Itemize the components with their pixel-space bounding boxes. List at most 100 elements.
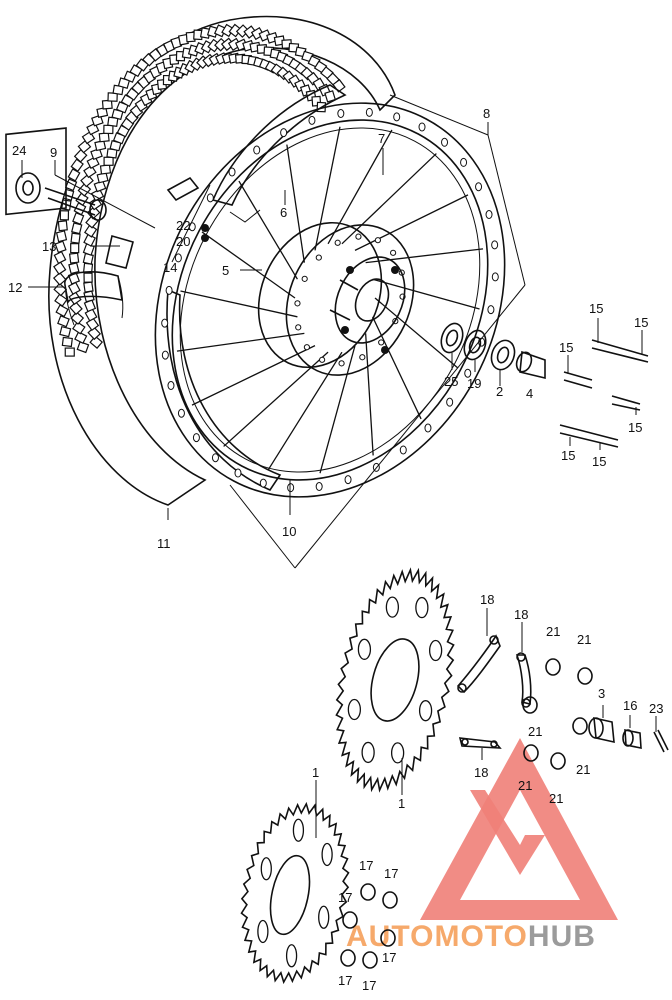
- callout-17-d: 17: [382, 950, 396, 965]
- sprocket-hole: [257, 919, 269, 944]
- rim-hole: [399, 445, 407, 455]
- callout-1-b: 1: [312, 765, 319, 780]
- tread-block: [59, 210, 70, 221]
- hub-hole: [334, 239, 341, 246]
- sprocket-hole: [318, 905, 330, 929]
- sprocket-small-holes: [257, 818, 333, 968]
- callout-15-e: 15: [561, 448, 575, 463]
- spoke: [365, 248, 484, 264]
- rim-strip: [166, 84, 347, 491]
- tread-block: [101, 99, 113, 110]
- spoke: [364, 333, 374, 456]
- callout-9: 9: [50, 145, 57, 160]
- leader-lines-bottom: [315, 608, 657, 838]
- rim-hole: [167, 380, 175, 390]
- callout-21-a: 21: [546, 624, 560, 639]
- callout-7: 7: [378, 131, 385, 146]
- tread-block: [68, 262, 80, 275]
- rim-hole: [206, 193, 214, 203]
- callout-12: 12: [8, 280, 22, 295]
- callout-15-c: 15: [559, 340, 573, 355]
- watermark-hub: HUB: [528, 920, 596, 953]
- callout-21-f: 21: [549, 791, 563, 806]
- hub-hole: [295, 324, 302, 331]
- rim-hole: [485, 210, 493, 220]
- tread-block: [80, 173, 94, 188]
- tread-block: [70, 232, 81, 244]
- bearings: [440, 322, 546, 380]
- sprocket-hole: [415, 596, 429, 619]
- callout-22: 22: [176, 218, 190, 233]
- callout-18-b: 18: [514, 607, 528, 622]
- callout-4: 4: [526, 386, 533, 401]
- callout-21-b: 21: [577, 632, 591, 647]
- tread-block: [71, 222, 83, 235]
- callout-8: 8: [483, 106, 490, 121]
- rim-hole: [161, 350, 169, 360]
- rim-hole: [446, 397, 454, 407]
- spokes: [176, 126, 484, 474]
- rim-hole: [344, 475, 352, 485]
- spoke: [191, 345, 316, 406]
- tread-block: [64, 347, 75, 357]
- tread-block: [57, 315, 70, 328]
- rim-hole: [308, 115, 316, 125]
- rim-hole: [424, 423, 432, 433]
- spoke: [319, 345, 356, 474]
- tread-block: [61, 336, 73, 348]
- hub-hole: [303, 344, 310, 351]
- sprocket-hole: [347, 698, 362, 721]
- rim-hole: [287, 483, 295, 493]
- tread-block: [89, 335, 104, 349]
- tread-block: [70, 243, 80, 254]
- leader-lines: [21, 94, 643, 569]
- tread-block: [70, 311, 85, 325]
- callout-17-b: 17: [384, 866, 398, 881]
- rim-hole: [365, 107, 373, 117]
- rim-hole: [259, 478, 267, 488]
- sprocket-hole: [357, 638, 372, 660]
- rim-hole: [161, 318, 169, 328]
- tread-block: [94, 139, 107, 152]
- small-sprocket: [240, 801, 350, 985]
- callout-11: 11: [157, 536, 171, 551]
- callout-23: 23: [649, 701, 663, 716]
- watermark-inner-mark: [470, 790, 545, 875]
- sprocket-hole: [418, 700, 433, 722]
- tread-block: [96, 106, 109, 118]
- tread-block: [55, 230, 68, 243]
- tread-block: [83, 164, 97, 179]
- callout-16: 16: [623, 698, 637, 713]
- callout-15-f: 15: [592, 454, 606, 469]
- tread-block: [53, 250, 67, 265]
- tread-block: [98, 132, 110, 143]
- rim-hole: [253, 145, 261, 155]
- tread-block: [52, 271, 67, 286]
- callout-15-a: 15: [589, 301, 603, 316]
- callout-19: 19: [467, 376, 481, 391]
- rim-hole: [177, 408, 185, 418]
- sprocket-hole: [361, 741, 375, 764]
- sprocket-hole: [385, 596, 400, 618]
- spoke: [286, 144, 306, 263]
- spoke: [354, 194, 469, 251]
- spoke: [372, 278, 480, 310]
- watermark-triangle: [420, 738, 618, 920]
- tire: [48, 15, 396, 506]
- callout-10: 10: [282, 524, 296, 539]
- rim-hole: [228, 167, 236, 177]
- rim-hole: [487, 305, 495, 315]
- spoke: [341, 153, 437, 245]
- tread-block: [53, 261, 67, 275]
- lock-plates: [456, 634, 532, 749]
- callout-15-b: 15: [634, 315, 648, 330]
- rim-hole: [192, 433, 200, 443]
- sprocket-hole: [428, 639, 443, 662]
- callout-17-a: 17: [359, 858, 373, 873]
- rim-hole: [418, 122, 426, 132]
- callout-3: 3: [598, 686, 605, 701]
- callout-2: 2: [496, 384, 503, 399]
- axle-nut-parts: [588, 716, 669, 753]
- spoke: [180, 290, 298, 318]
- tread-block: [55, 304, 69, 318]
